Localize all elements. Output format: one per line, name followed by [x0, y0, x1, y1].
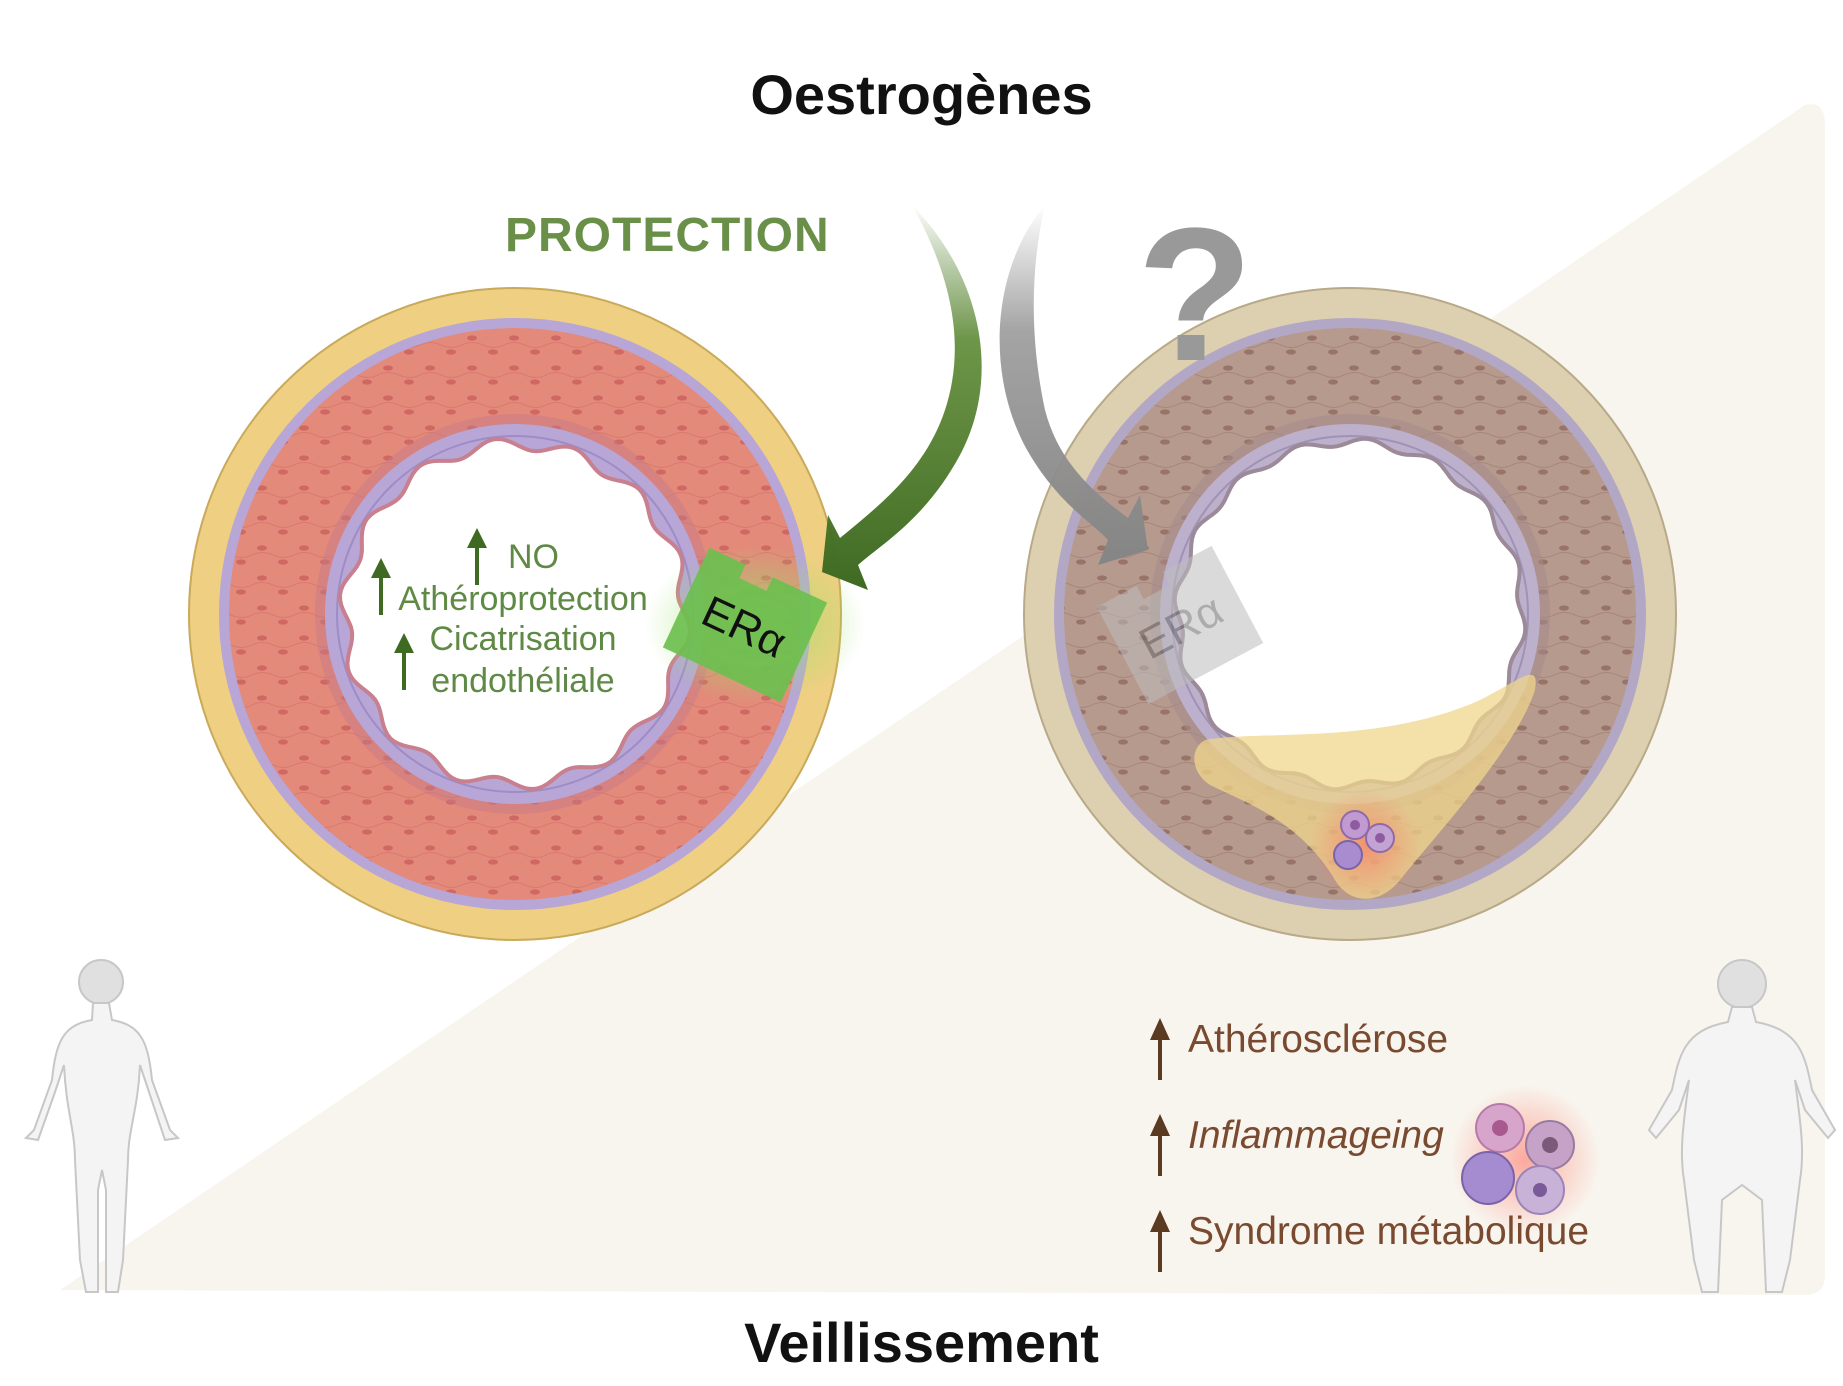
effect-endotheliale: endothéliale [431, 662, 614, 700]
protection-label: PROTECTION [505, 209, 830, 262]
young-woman-figure-icon [23, 959, 181, 1293]
vessel-lumen [337, 436, 693, 792]
aged-vessel: ERα [1023, 287, 1677, 941]
uncertain-arrow [999, 205, 1148, 565]
protective-effects: NO Athéroprotection Cicatrisation endoth… [371, 528, 648, 700]
title-aging: Veillissement [744, 1311, 1099, 1374]
question-mark-icon: ? [1137, 189, 1253, 401]
atherosclerotic-plaque [1194, 674, 1536, 899]
aging-arrows [1150, 1018, 1170, 1272]
effect-atheroprotection: Athéroprotection [398, 580, 648, 618]
era-receptor: ERα [662, 547, 828, 703]
aging-effect-atherosclerosis: Athérosclérose [1188, 1018, 1449, 1061]
effect-cicatrisation: Cicatrisation [429, 620, 616, 658]
up-arrow-icon [1150, 1114, 1170, 1176]
effect-no: NO [508, 538, 559, 576]
young-vessel: ERα [188, 287, 865, 941]
aging-effect-metabolic-syndrome: Syndrome métabolique [1188, 1210, 1590, 1253]
title-estrogens: Oestrogènes [750, 63, 1093, 126]
up-arrow-icon [371, 558, 391, 615]
aging-effect-inflammaging: Inflammageing [1188, 1114, 1444, 1157]
up-arrow-icon [1150, 1210, 1170, 1272]
up-arrow-icon [467, 528, 487, 585]
era-receptor-faded: ERα [1096, 545, 1264, 705]
older-woman-figure-icon [1647, 959, 1837, 1293]
protection-arrow [822, 205, 982, 590]
immune-cells-icon [1333, 810, 1395, 870]
up-arrow-icon [394, 633, 414, 690]
immune-cells-icon [1450, 1085, 1600, 1235]
up-arrow-icon [1150, 1018, 1170, 1080]
